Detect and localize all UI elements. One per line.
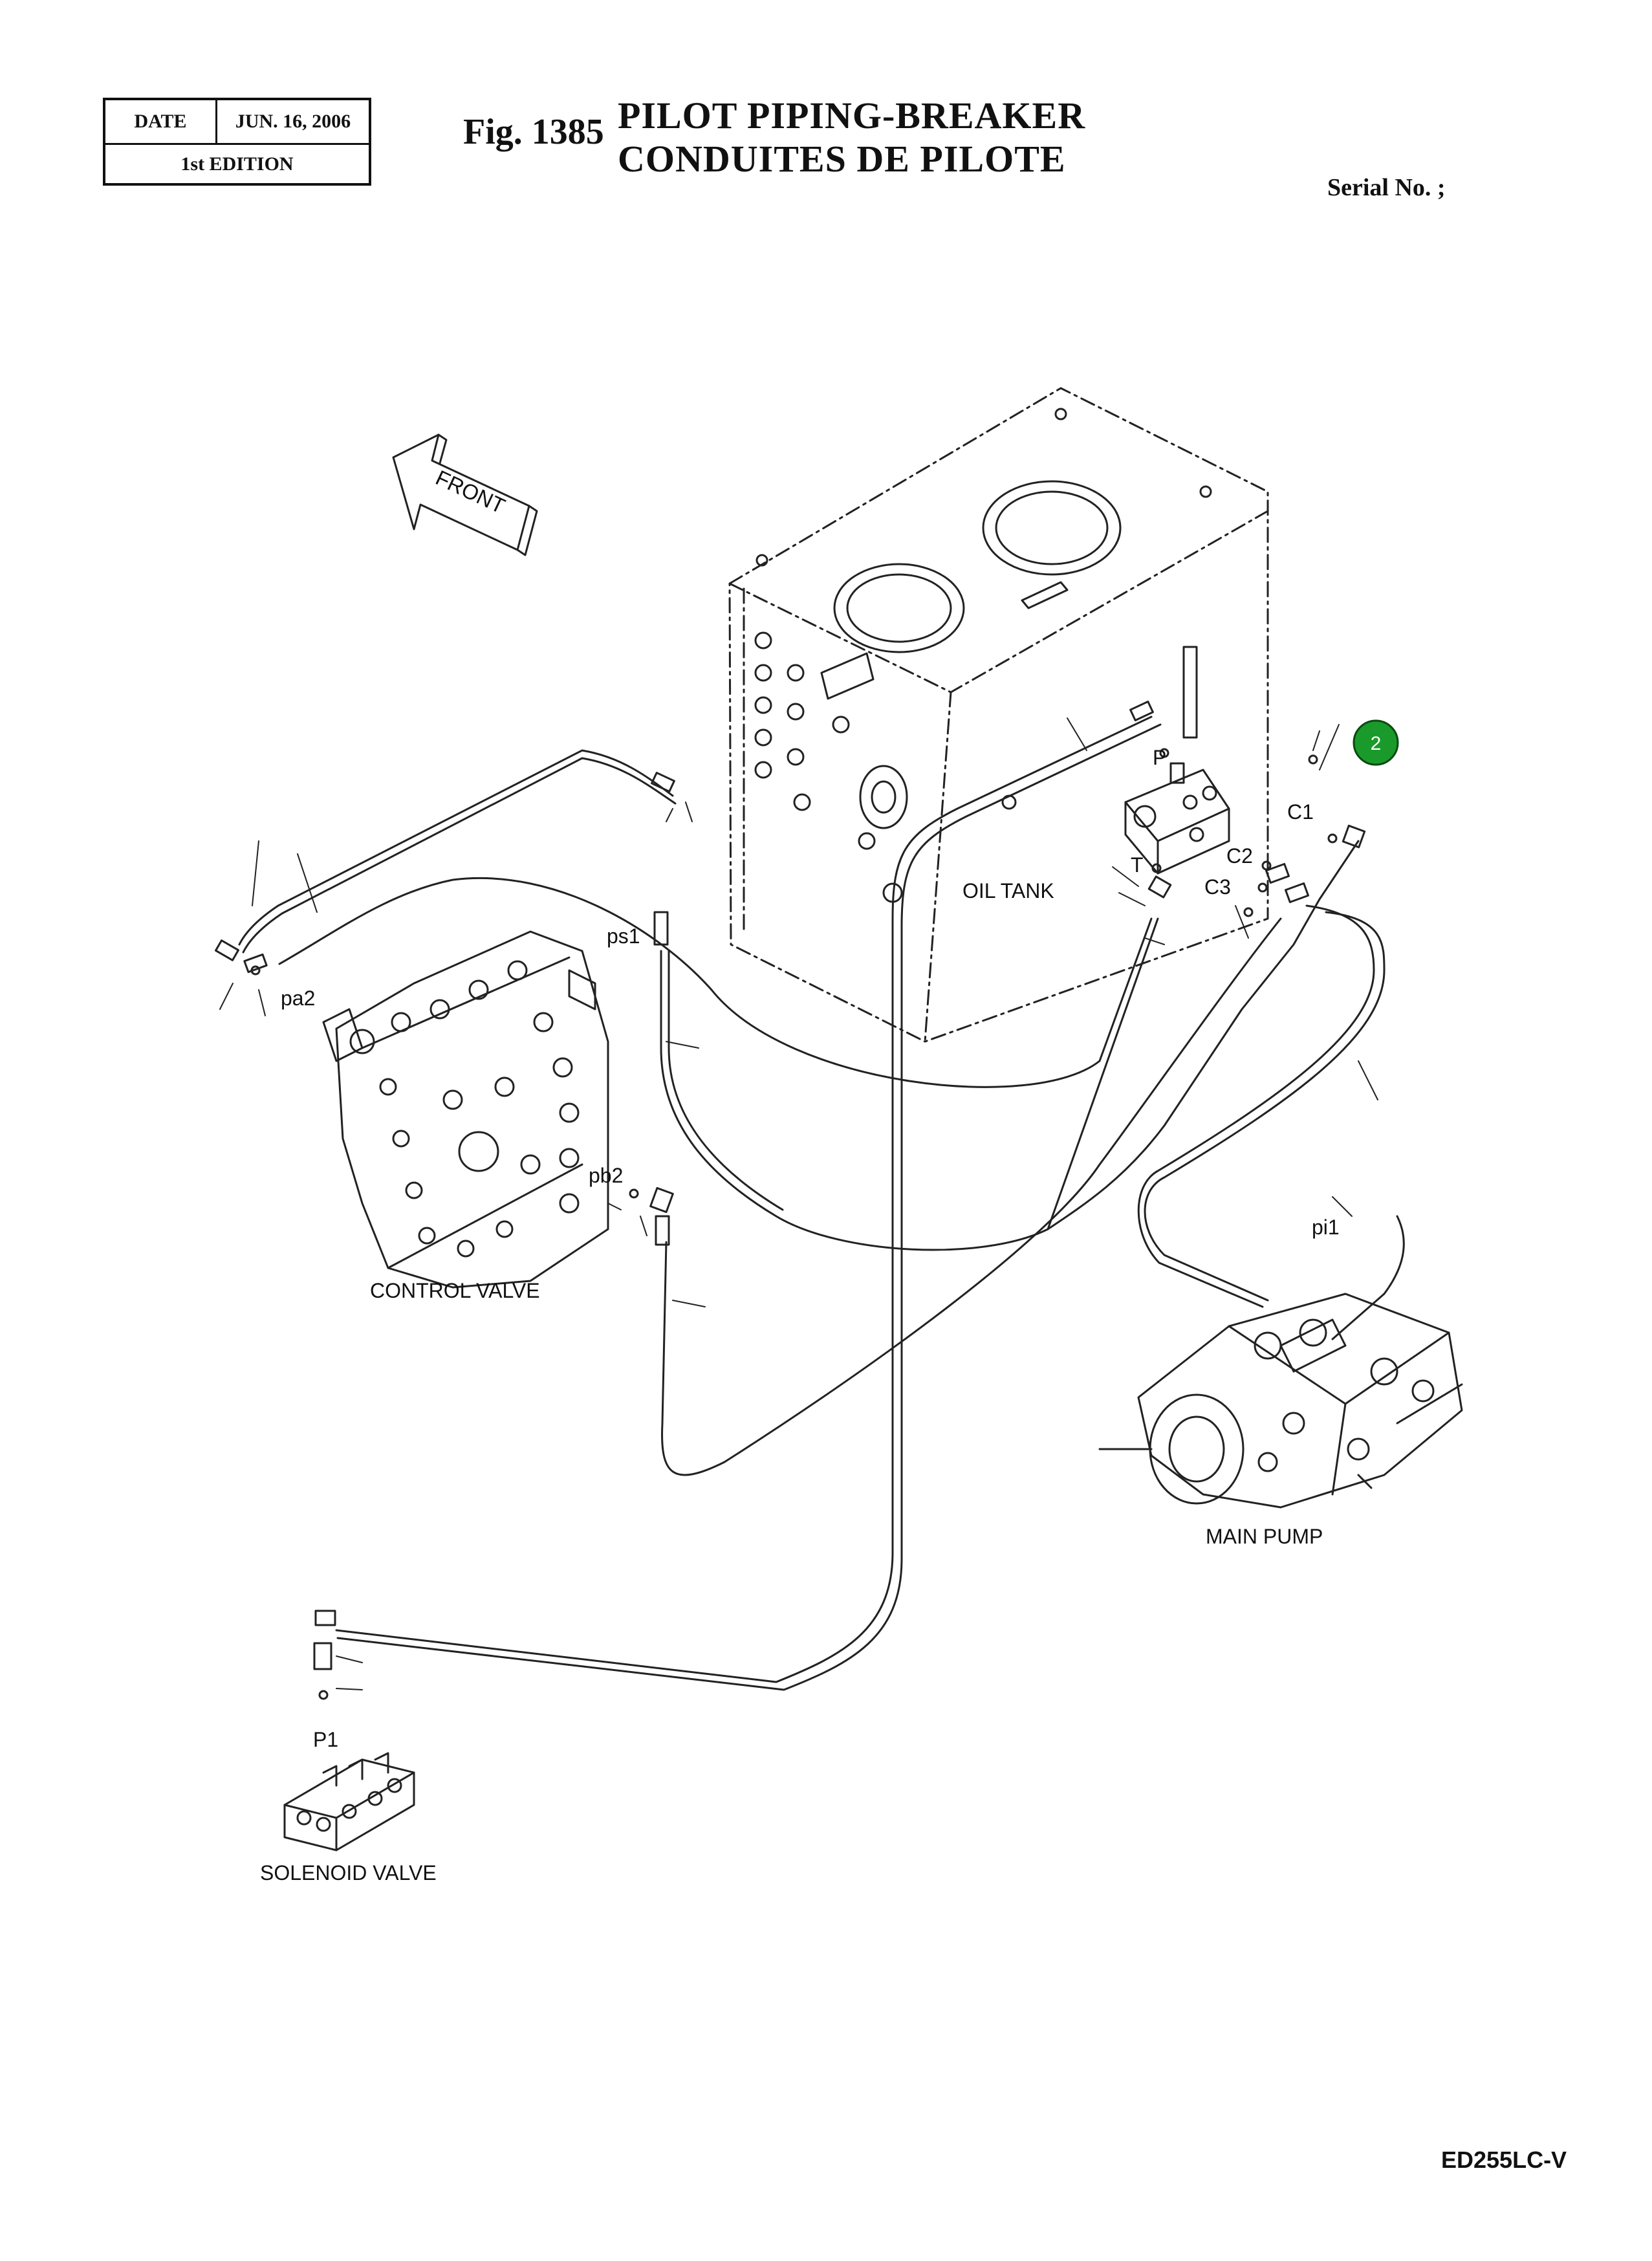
label-solenoid-valve: SOLENOID VALVE bbox=[260, 1861, 437, 1884]
control-valve-drawing bbox=[322, 930, 609, 1289]
port-p1: P1 bbox=[313, 1728, 338, 1751]
callout-circle bbox=[1353, 719, 1399, 766]
callout-number: 2 bbox=[1371, 733, 1382, 754]
title-english: PILOT PIPING-BREAKER bbox=[618, 94, 1086, 137]
port-pa2: pa2 bbox=[281, 987, 315, 1010]
date-label: DATE bbox=[105, 100, 217, 143]
port-ps1: ps1 bbox=[607, 924, 640, 948]
leader-lines bbox=[219, 717, 1378, 1690]
figure-number: Fig. 1385 bbox=[463, 112, 604, 152]
port-p: P bbox=[1153, 746, 1166, 769]
serial-number-label: Serial No. ; bbox=[1327, 174, 1446, 201]
pilot-hoses bbox=[238, 715, 1405, 1691]
label-control-valve: CONTROL VALVE bbox=[370, 1279, 540, 1302]
solenoid-valve-drawing bbox=[283, 1752, 415, 1851]
port-pi1: pi1 bbox=[1312, 1216, 1340, 1239]
label-oil-tank: OIL TANK bbox=[962, 879, 1054, 902]
oil-tank-details bbox=[754, 408, 1212, 903]
port-pb2: pb2 bbox=[589, 1164, 623, 1187]
port-c2: C2 bbox=[1226, 844, 1253, 868]
date-box: DATE JUN. 16, 2006 1st EDITION bbox=[103, 98, 371, 186]
port-c1: C1 bbox=[1287, 800, 1314, 824]
breaker-valve-block bbox=[1124, 762, 1230, 875]
hose-fittings bbox=[215, 701, 1366, 1700]
title-french: CONDUITES DE PILOTE bbox=[618, 138, 1066, 180]
port-c3: C3 bbox=[1204, 875, 1231, 899]
edition-label: 1st EDITION bbox=[180, 153, 294, 175]
front-arrow bbox=[392, 433, 538, 556]
model-code: ED255LC-V bbox=[1441, 2146, 1567, 2173]
date-value: JUN. 16, 2006 bbox=[235, 111, 351, 132]
front-label: FRONT bbox=[432, 465, 509, 518]
port-t: T bbox=[1131, 853, 1144, 877]
main-pump-drawing bbox=[1098, 1293, 1463, 1509]
oil-tank-drawing bbox=[728, 387, 1269, 1043]
label-main-pump: MAIN PUMP bbox=[1206, 1525, 1323, 1548]
callout-2[interactable]: 2 bbox=[1353, 719, 1399, 766]
date-row: DATE JUN. 16, 2006 bbox=[105, 100, 369, 145]
